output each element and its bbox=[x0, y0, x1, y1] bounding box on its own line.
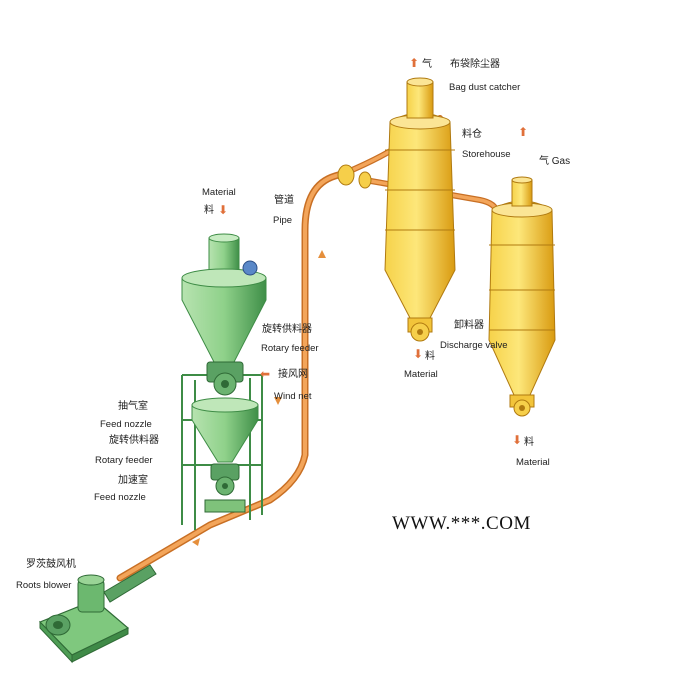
material-in-label-en: Material bbox=[202, 187, 236, 198]
second-silo bbox=[488, 176, 556, 396]
second-silo-discharge-valve bbox=[509, 394, 535, 417]
rotary-feeder-upper-label-zh: 旋转供料器 bbox=[262, 324, 312, 335]
wind-net-arrow-icon: ⬅ bbox=[260, 367, 271, 381]
storehouse-label-en: Storehouse bbox=[462, 149, 511, 160]
website-watermark: WWW.***.COM bbox=[392, 513, 531, 534]
conveying-pipe bbox=[116, 115, 500, 582]
rotary-feeder-lower-label-zh: 旋转供料器 bbox=[109, 435, 159, 446]
material-out2-arrow-icon: ⬇ bbox=[512, 433, 523, 447]
wind-net-label-zh: 接风网 bbox=[278, 369, 308, 380]
upper-rotary-feeder bbox=[206, 361, 244, 396]
bag-dust-label-en: Bag dust catcher bbox=[449, 82, 521, 93]
roots-blower-label-en: Roots blower bbox=[16, 580, 72, 591]
pipe-junction bbox=[337, 164, 372, 189]
flow-markers bbox=[192, 250, 326, 546]
pipe-label-en: Pipe bbox=[273, 215, 293, 226]
accel-chamber-label-zh: 加速室 bbox=[118, 475, 148, 486]
material-out1-arrow-icon: ⬇ bbox=[413, 347, 424, 361]
discharge-label-en: Discharge valve bbox=[440, 340, 508, 351]
material-out1-label-en: Material bbox=[404, 369, 438, 380]
material-out1-label-zh: 料 bbox=[425, 351, 435, 362]
material-in-label-zh: 料 bbox=[204, 205, 214, 216]
material-out2-label-en: Material bbox=[516, 457, 550, 468]
rotary-feeder-upper-label-en: Rotary feeder bbox=[261, 343, 319, 354]
bag-dust-catcher bbox=[406, 77, 434, 119]
silo-discharge-valve bbox=[407, 317, 433, 342]
discharge-label-zh: 卸料器 bbox=[454, 320, 484, 331]
accel-chamber-label-en: Feed nozzle bbox=[94, 492, 146, 503]
lower-rotary-feeder bbox=[204, 463, 246, 513]
bag-dust-label-zh: 布袋除尘器 bbox=[450, 59, 500, 70]
pipe-label-zh: 管道 bbox=[274, 195, 294, 206]
roots-blower bbox=[38, 564, 157, 664]
gas-right-label: 气 Gas bbox=[539, 156, 571, 167]
storehouse-label-zh: 料仓 bbox=[462, 129, 482, 140]
material-in-arrow-icon: ⬇ bbox=[218, 203, 229, 217]
suction-chamber-label-zh: 抽气室 bbox=[118, 401, 148, 412]
suction-chamber-label-en: Feed nozzle bbox=[100, 419, 152, 430]
lower-hopper bbox=[191, 397, 259, 463]
gas-out-right-arrow-icon: ⬆ bbox=[518, 125, 529, 139]
gas-top-label: 气 bbox=[422, 59, 432, 70]
roots-blower-label-zh: 罗茨鼓风机 bbox=[26, 559, 76, 570]
storehouse-silo bbox=[384, 112, 456, 319]
gas-out-top-arrow-icon: ⬆ bbox=[409, 56, 420, 70]
upper-cyclone-hopper bbox=[181, 233, 267, 363]
material-out2-label-zh: 料 bbox=[524, 437, 534, 448]
wind-net-label-en: Wind net bbox=[274, 391, 312, 402]
rotary-feeder-lower-label-en: Rotary feeder bbox=[95, 455, 153, 466]
